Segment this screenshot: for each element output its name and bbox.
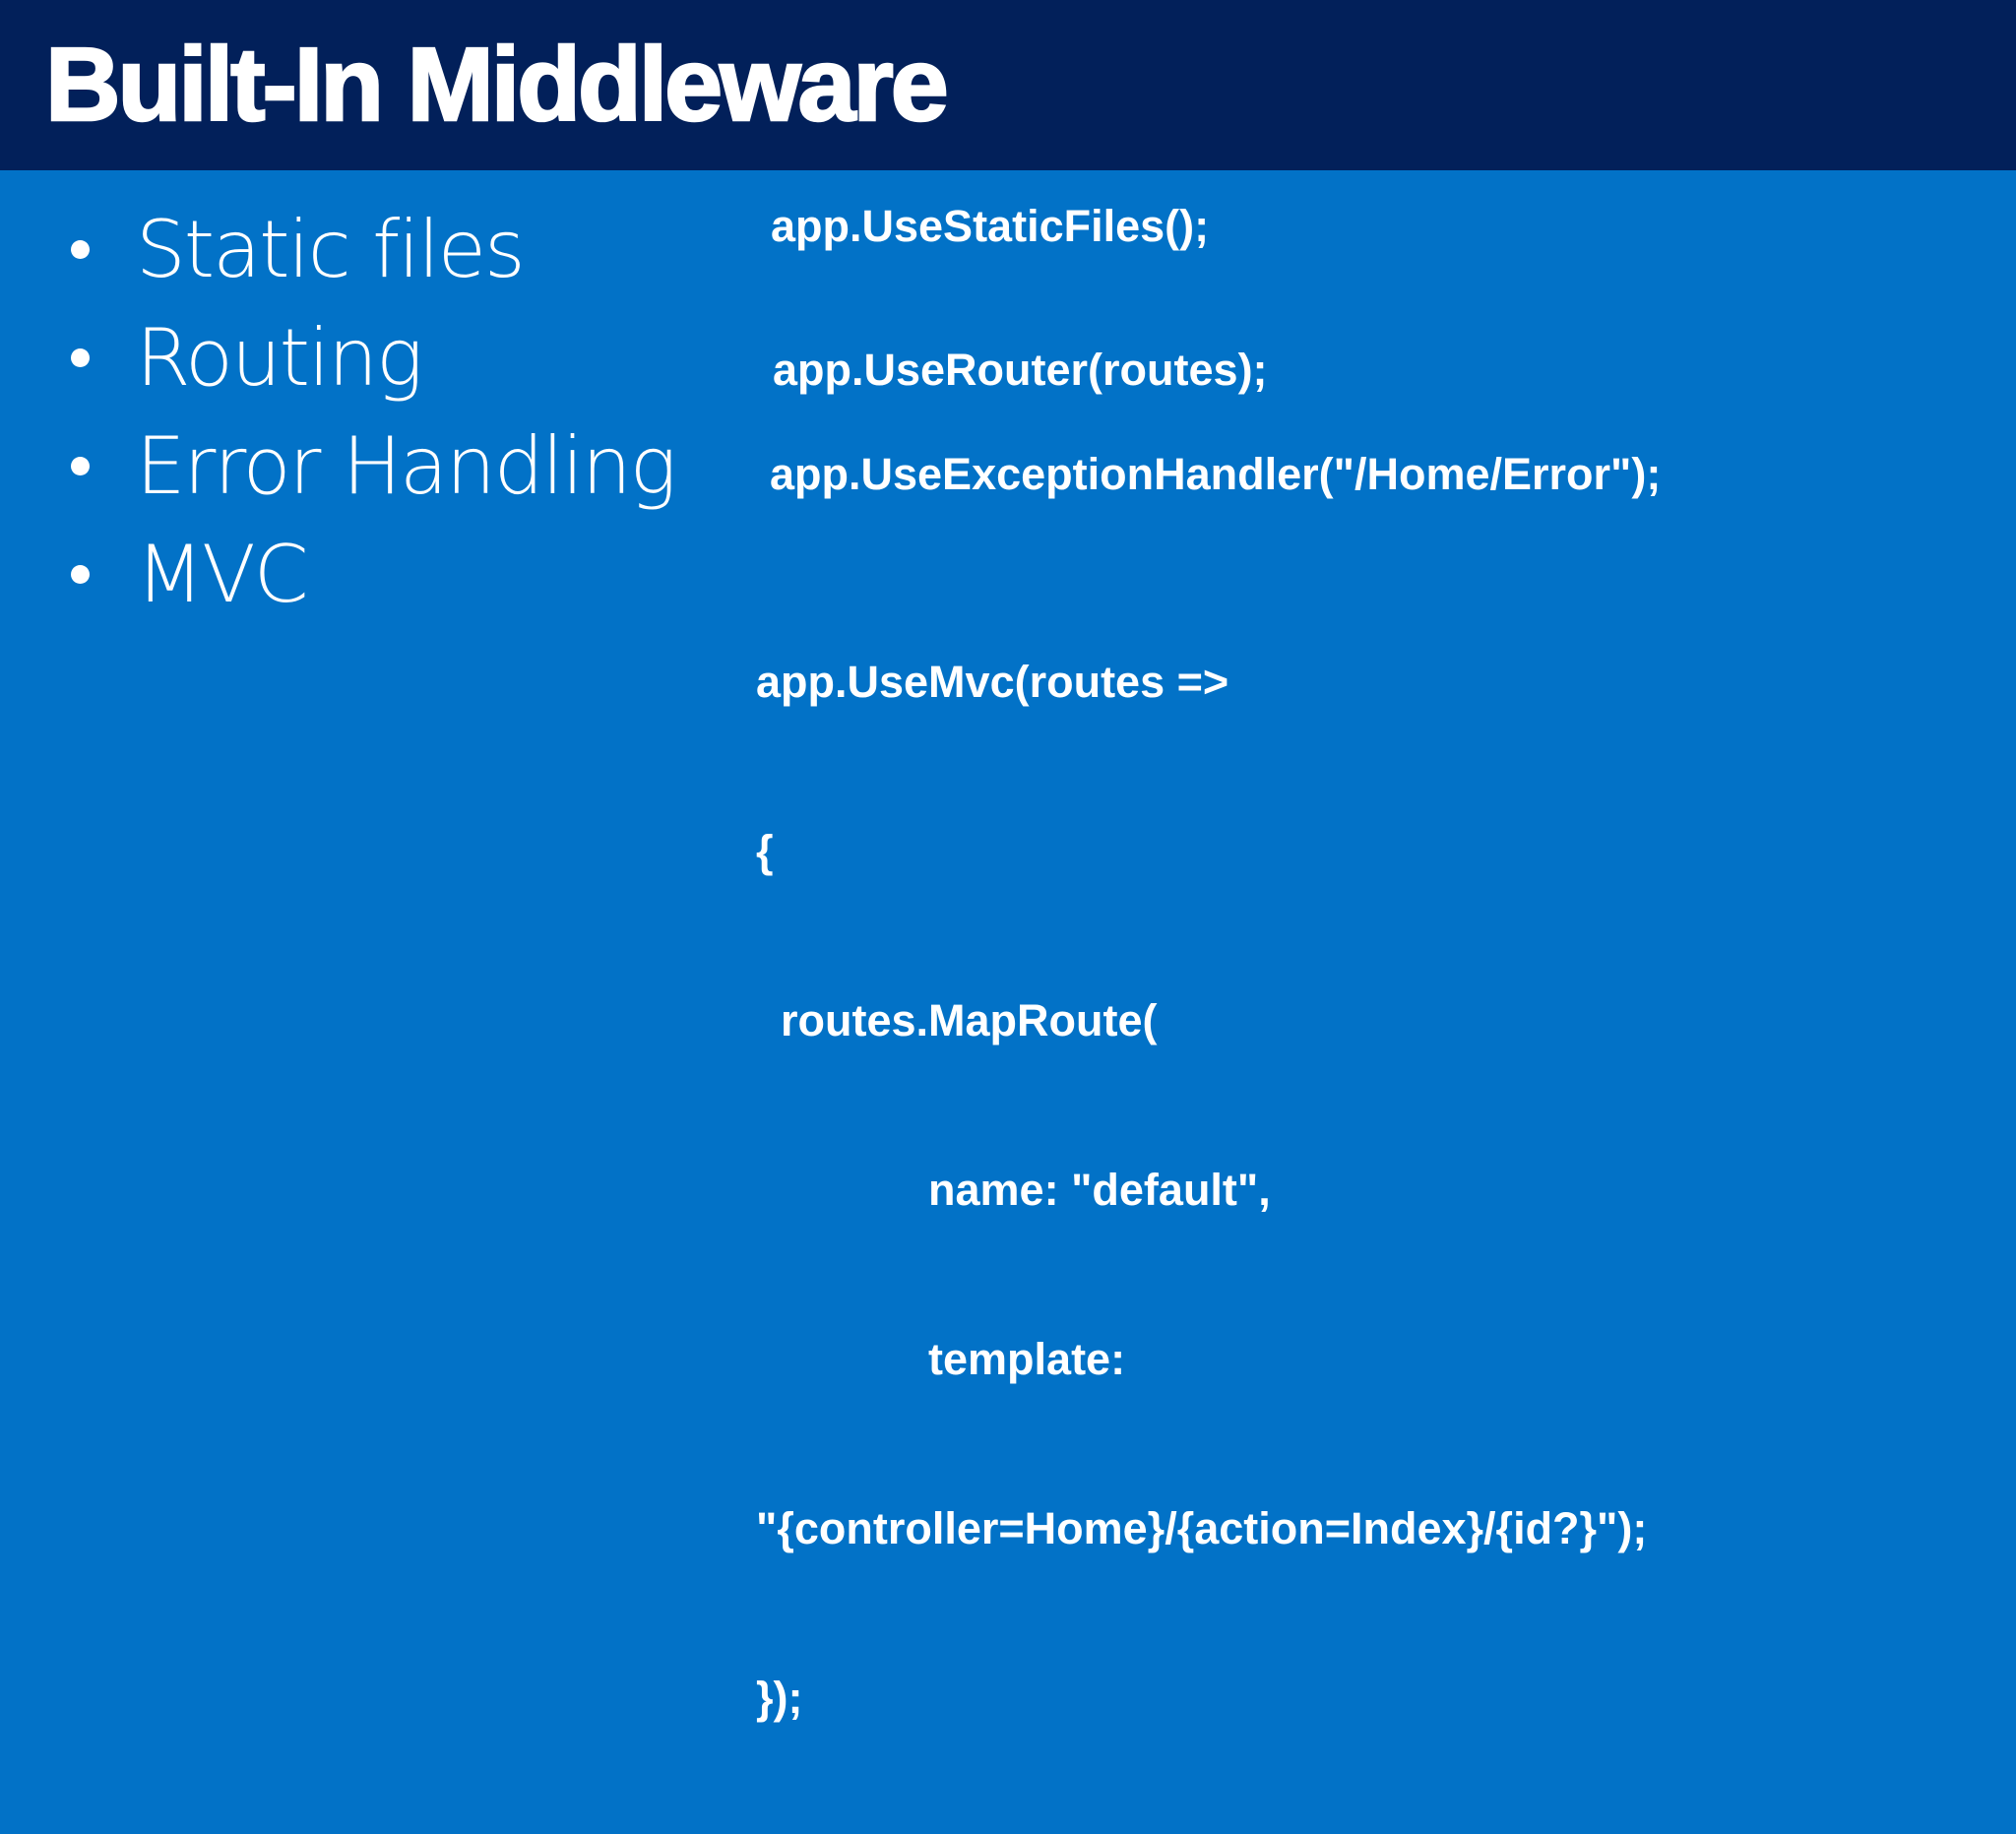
slide: Built-In Middleware Static files Routing… [0, 0, 2016, 1723]
bullet-icon [71, 564, 90, 584]
slide-title: Built-In Middleware [44, 26, 950, 145]
code-line-userouter: app.UseRouter(routes); [773, 345, 1268, 395]
code-line-useexceptionhandler: app.UseExceptionHandler("/Home/Error"); [770, 449, 1662, 499]
code-line-usemvc-open: app.UseMvc(routes => [756, 657, 1229, 707]
bullet-item-mvc: MVC [71, 520, 675, 628]
bullet-item-error-handling: Error Handling [71, 411, 677, 520]
bullet-item-static-files: Static files [71, 195, 675, 303]
bullet-label: MVC [136, 528, 309, 620]
code-line-usestaticfiles: app.UseStaticFiles(); [771, 201, 1210, 251]
code-line-route-template-value: "{controller=Home}/{action=Index}/{id?}"… [756, 1503, 1648, 1553]
code-line-route-template-label: template: [756, 1334, 1126, 1384]
code-block-usemvc: app.UseMvc(routes => { routes.MapRoute( … [756, 546, 1647, 1834]
slide-header: Built-In Middleware [0, 0, 2016, 170]
code-line-route-name: name: "default", [756, 1165, 1271, 1215]
bullet-item-routing: Routing [71, 303, 675, 411]
code-line-maproute: routes.MapRoute( [756, 995, 1158, 1045]
code-line-close-brace: }); [756, 1673, 803, 1723]
bullet-list: Static files Routing Error Handling MVC [71, 195, 677, 628]
code-line-open-brace: { [756, 826, 774, 876]
bullet-label: Static files [136, 203, 526, 295]
bullet-icon [71, 348, 90, 367]
bullet-label: Error Handling [136, 419, 677, 512]
bullet-icon [71, 456, 90, 475]
bullet-icon [71, 239, 90, 259]
bullet-label: Routing [136, 311, 423, 404]
